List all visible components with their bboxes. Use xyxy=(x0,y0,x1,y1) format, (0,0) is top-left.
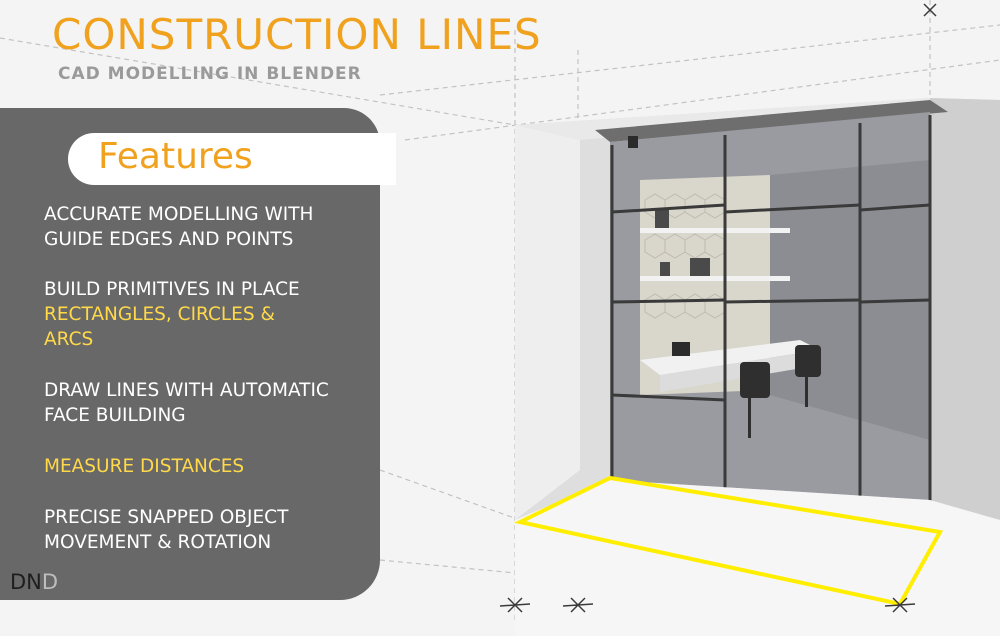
wall-shelves xyxy=(640,228,790,281)
brand-logo: DND xyxy=(10,570,58,594)
feature-line: BUILD PRIMITIVES IN PLACE xyxy=(44,279,300,300)
feature-line: MOVEMENT & ROTATION xyxy=(44,532,272,553)
feature-build-primitives: BUILD PRIMITIVES IN PLACE RECTANGLES, CI… xyxy=(44,277,300,352)
features-panel xyxy=(0,108,380,600)
page-subtitle: CAD MODELLING IN BLENDER xyxy=(58,64,362,84)
features-heading-pill xyxy=(68,133,396,185)
feature-snapped-movement: PRECISE SNAPPED OBJECT MOVEMENT & ROTATI… xyxy=(44,505,288,555)
shelf-items xyxy=(655,210,710,276)
snap-markers xyxy=(499,3,937,613)
page-title: CONSTRUCTION LINES xyxy=(52,10,542,59)
laptop xyxy=(672,342,690,356)
feature-line: PRECISE SNAPPED OBJECT xyxy=(44,507,289,528)
wall-left-face xyxy=(515,125,580,520)
feature-highlight-line: MEASURE DISTANCES xyxy=(44,456,245,477)
guide-rectangle xyxy=(513,475,944,607)
desk xyxy=(640,340,820,375)
glass-door-frames xyxy=(610,115,932,525)
wall-right-face xyxy=(930,98,1000,540)
feature-highlight-line: RECTANGLES, CIRCLES & xyxy=(44,304,275,325)
header-beam xyxy=(595,100,948,142)
feature-measure-distances: MEASURE DISTANCES xyxy=(44,454,244,479)
features-heading: Features xyxy=(98,136,253,177)
office-chairs xyxy=(740,345,821,438)
wall-outlet xyxy=(628,136,638,148)
floor xyxy=(515,480,1000,636)
brand-logo-primary: DN xyxy=(10,570,42,594)
feature-line: FACE BUILDING xyxy=(44,405,186,426)
feature-line: DRAW LINES WITH AUTOMATIC xyxy=(44,380,329,401)
feature-line: ACCURATE MODELLING WITH xyxy=(44,204,314,225)
brand-logo-faded: D xyxy=(41,570,59,594)
feature-highlight-line: ARCS xyxy=(44,329,94,350)
feature-accurate-modelling: ACCURATE MODELLING WITH GUIDE EDGES AND … xyxy=(44,202,313,252)
feature-line: GUIDE EDGES AND POINTS xyxy=(44,229,294,250)
feature-draw-lines: DRAW LINES WITH AUTOMATIC FACE BUILDING xyxy=(44,378,329,428)
